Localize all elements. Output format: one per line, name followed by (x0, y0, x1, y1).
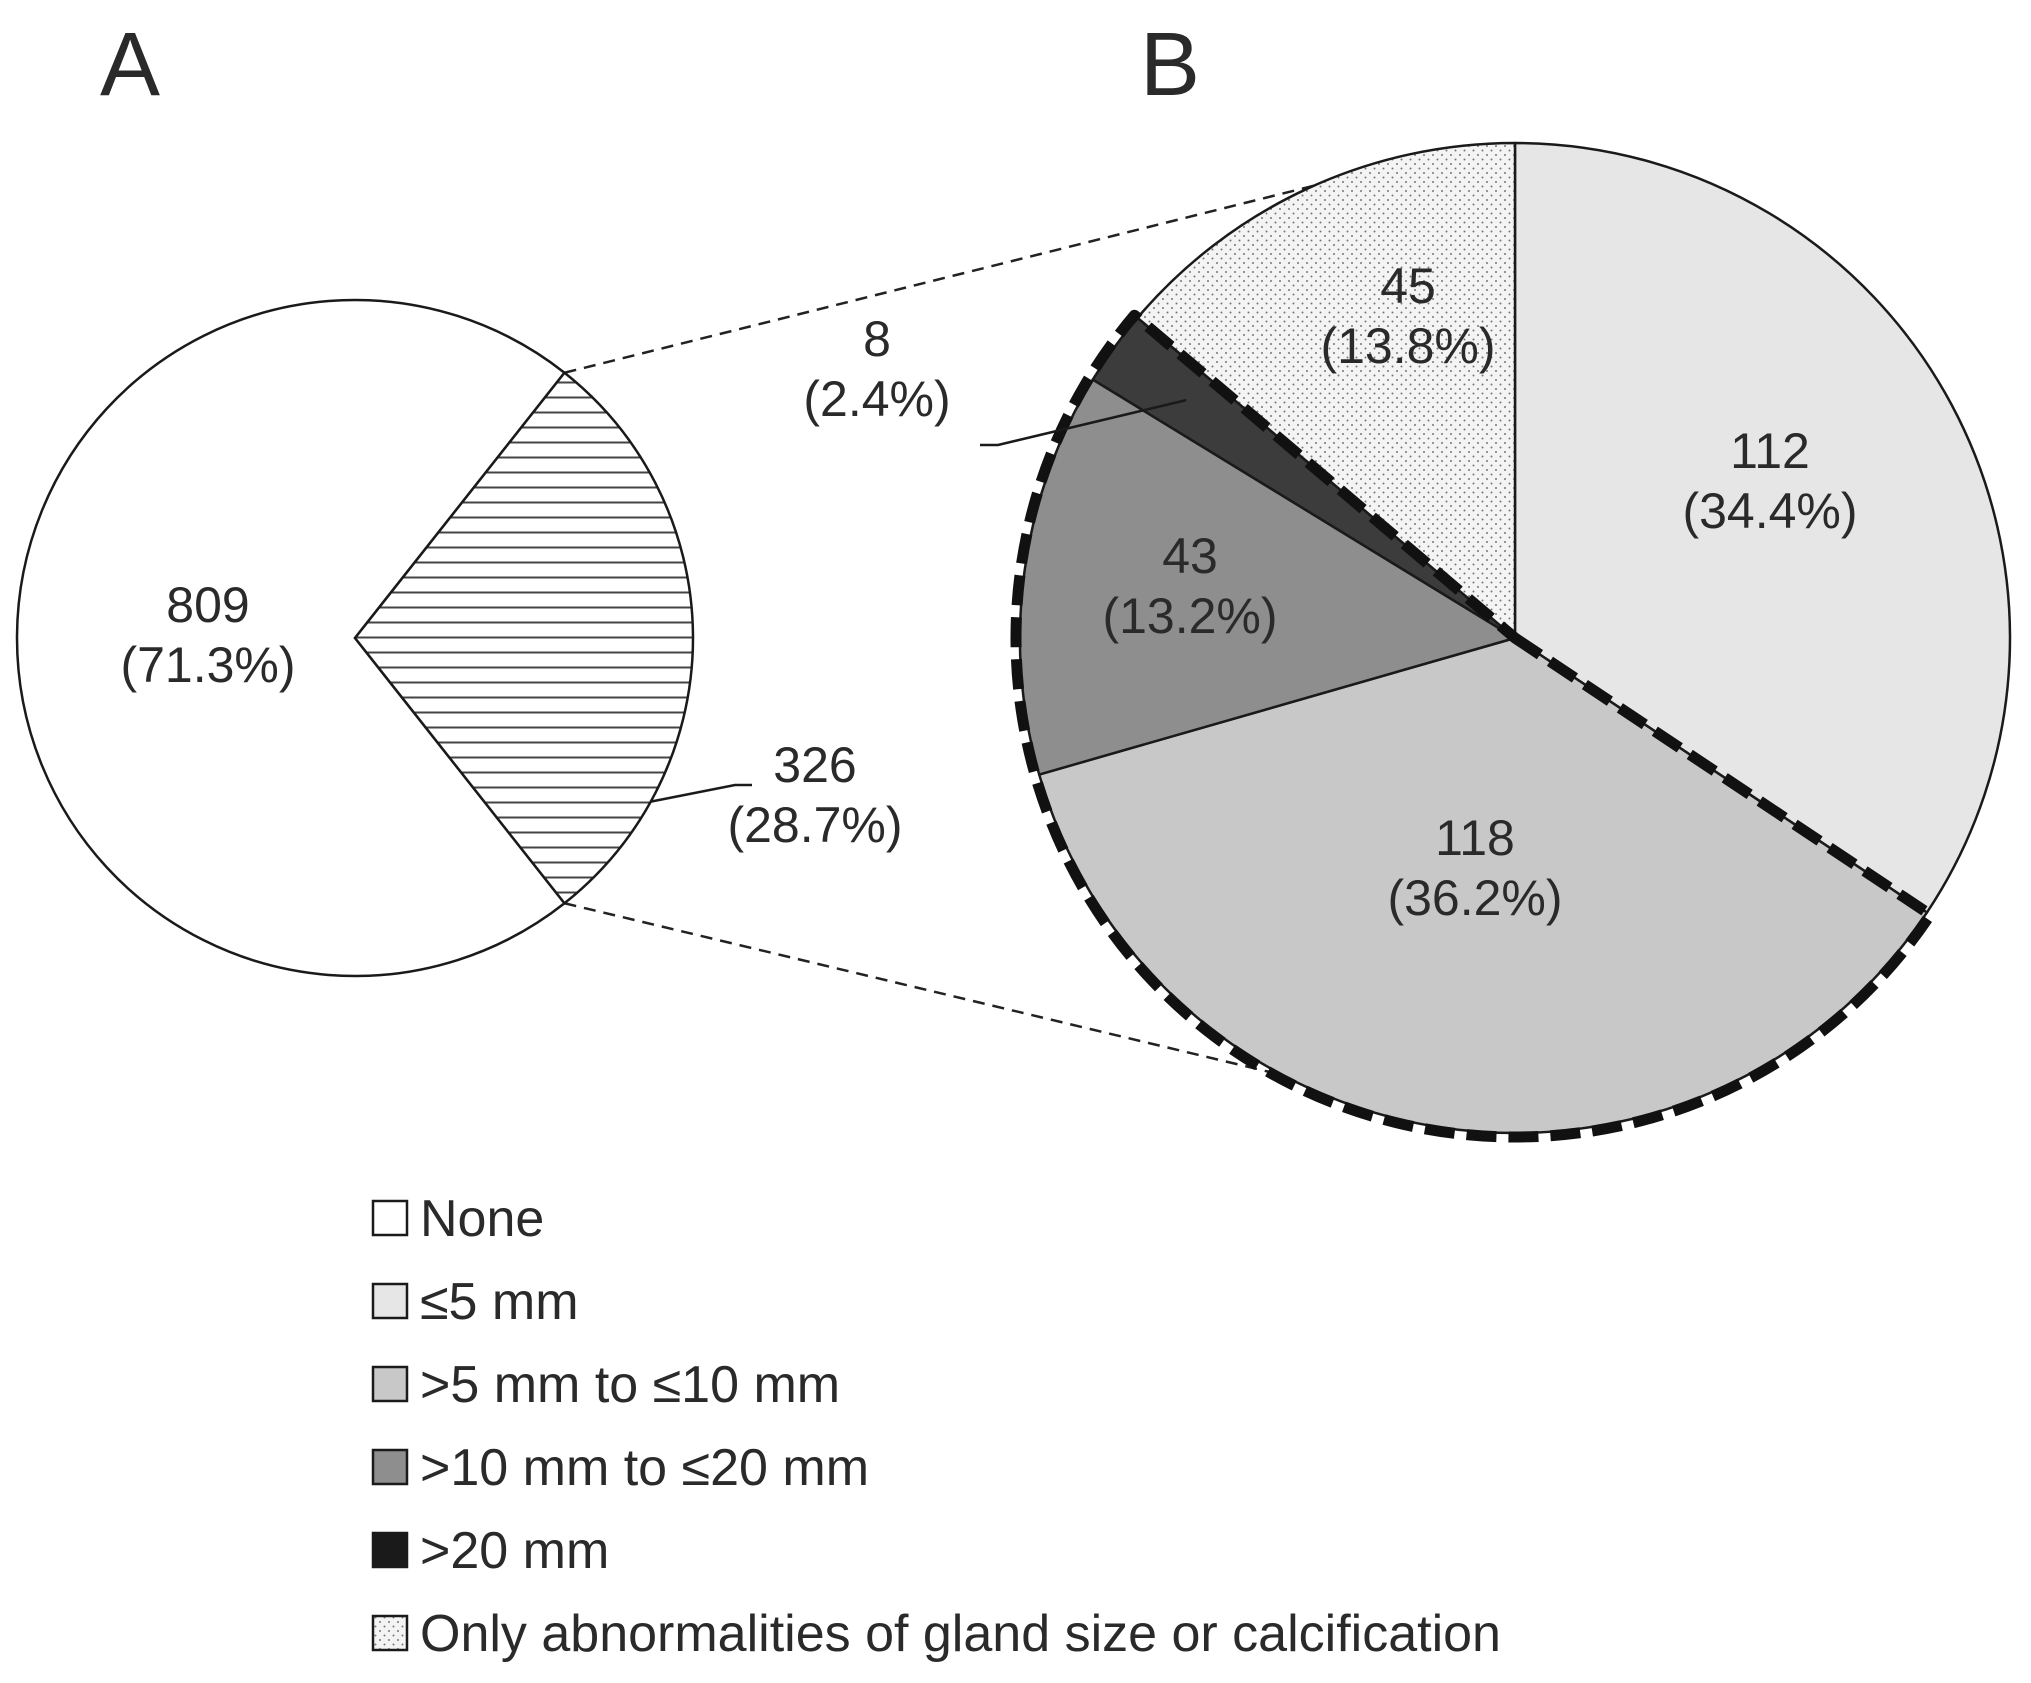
pie-chart-a (15, 298, 695, 978)
pie-b-leader-line (980, 398, 1187, 447)
pie-b-label-le5: 112(34.4%) (1682, 423, 1857, 539)
pie-connector-lines (564, 184, 1314, 1077)
legend-item-le5: ≤5 mm (371, 1273, 579, 1331)
pie-b-dashed-outline (1010, 309, 1936, 1143)
pie-b-group-outline (1010, 309, 1936, 1143)
pie-a-label-abnormal: 326(28.7%) (727, 737, 902, 853)
legend: None ≤5 mm >5 mm to ≤10 mm >10 mm to ≤20 mm… (371, 1190, 1501, 1663)
pie-a-leader-line (650, 783, 752, 803)
legend-item-none: None (371, 1190, 544, 1248)
legend-item-5to10: >5 mm to ≤10 mm (371, 1356, 840, 1414)
pie-b-label-5to10: 118(36.2%) (1387, 810, 1562, 926)
legend-swatch (371, 1614, 409, 1652)
legend-item-10to20: >10 mm to ≤20 mm (371, 1439, 869, 1497)
panel-letter-a: A (100, 15, 160, 115)
pie-a-label-none: 809(71.3%) (120, 577, 295, 693)
legend-label: >5 mm to ≤10 mm (420, 1356, 840, 1414)
legend-label: >20 mm (420, 1522, 609, 1580)
pie-b-slice-only (1136, 141, 1517, 640)
legend-label: ≤5 mm (420, 1273, 579, 1331)
legend-swatch (371, 1199, 409, 1237)
pie-b-label-only: 45(13.8%) (1320, 258, 1495, 374)
connector-line-top (564, 184, 1314, 374)
pie-a-slice-abnormal (353, 370, 695, 906)
legend-swatch (371, 1448, 409, 1486)
pie-chart-b (1018, 141, 2012, 1135)
slice-labels: 809(71.3%) 326(28.7%) 112(34.4%) 118(36.2%)… (120, 258, 1857, 926)
legend-label: Only abnormalities of gland size or calc… (420, 1605, 1501, 1663)
legend-label: None (420, 1190, 544, 1248)
pie-b-label-gt20: 8(2.4%) (803, 311, 950, 427)
legend-swatch (371, 1282, 409, 1320)
panel-letter-b: B (1140, 15, 1200, 115)
legend-swatch (371, 1531, 409, 1569)
legend-item-only: Only abnormalities of gland size or calc… (371, 1605, 1501, 1663)
pie-b-label-10to20: 43(13.2%) (1102, 528, 1277, 644)
legend-item-gt20: >20 mm (371, 1522, 609, 1580)
legend-label: >10 mm to ≤20 mm (420, 1439, 869, 1497)
connector-line-bottom (564, 902, 1283, 1077)
legend-swatch (371, 1365, 409, 1403)
pie-a-slice-none (15, 298, 567, 978)
